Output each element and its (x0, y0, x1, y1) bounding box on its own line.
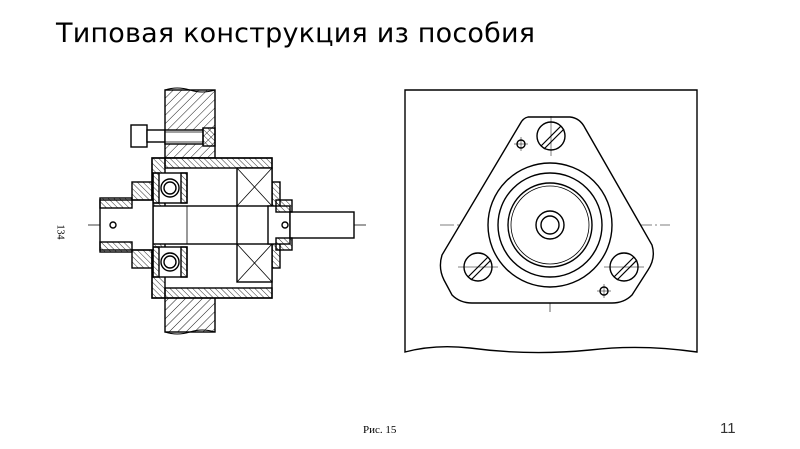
section-view (88, 87, 368, 335)
seal-lower (236, 243, 273, 283)
seal-upper (236, 167, 273, 207)
front-view (404, 89, 698, 354)
slide-title: Типовая конструкция из пособия (56, 18, 536, 49)
figure-caption: Рис. 15 (363, 424, 397, 436)
screw-head-left (458, 252, 498, 282)
right-nut (275, 199, 293, 251)
screw-head-top (536, 116, 566, 156)
wall-upper (164, 89, 216, 159)
shaft-hole (535, 210, 565, 240)
shaft (99, 199, 355, 251)
page-number: 11 (720, 420, 736, 437)
bearing-upper (152, 172, 188, 204)
triangular-flange (439, 116, 655, 304)
pin-hole-bottom (597, 284, 611, 298)
screw-head-right (604, 252, 644, 282)
pin-hole-top (514, 137, 528, 151)
bearing-lower (152, 246, 188, 278)
boss-outer (487, 162, 613, 288)
figure-side-number: 134 (54, 224, 66, 240)
screw-top (130, 124, 216, 148)
left-nut (99, 181, 153, 269)
